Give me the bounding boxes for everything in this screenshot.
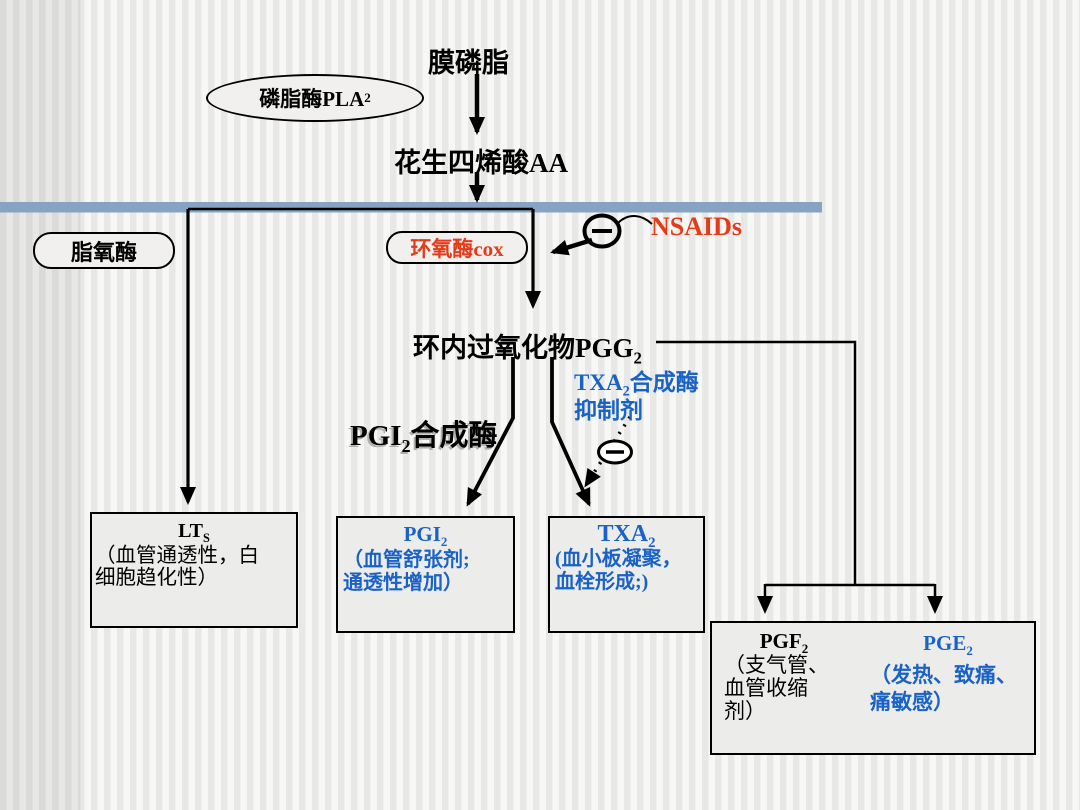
lipoxygenase-stadium: 脂氧酶 xyxy=(33,232,175,269)
pgf2-title: PGF2 xyxy=(724,629,844,657)
lts-text: LT xyxy=(178,520,203,542)
pgi2-box: PGI2 （血管舒张剂; 通透性增加） xyxy=(336,516,515,633)
txa2-desc-line2: 血栓形成;) xyxy=(555,570,649,593)
pgf2-text: PGF xyxy=(759,629,802,653)
pge2-text: PGE xyxy=(923,631,967,655)
nsaids-minus-circle-icon xyxy=(582,213,622,249)
cyclooxygenase-stadium: 环氧酶cox xyxy=(386,231,528,264)
txa2-synthase-text: TXA xyxy=(574,370,623,395)
txa2-text: TXA xyxy=(597,521,649,547)
pge2-desc-line2: 痛敏感） xyxy=(870,690,954,714)
nsaids-text: NSAIDs xyxy=(651,212,743,241)
txa2-desc-line1: (血小板凝聚， xyxy=(555,548,682,570)
phospholipase-text: 磷脂酶PLA xyxy=(259,87,365,111)
txa2-synthase-inhibitor-label: TXA2合成酶 抑制剂 xyxy=(574,369,699,425)
pgg2-text: 环内过氧化物PGG xyxy=(413,333,634,363)
pgi2-synthase-text: PGI xyxy=(350,420,402,452)
arachidonic-acid-text: 花生四烯酸AA xyxy=(394,148,568,178)
pgf2-column: PGF2 （支气管、 血管收缩 剂） xyxy=(724,629,844,723)
lts-desc-line2: 细胞趋化性） xyxy=(95,567,218,589)
pgg2-label: 环内过氧化物PGG2 xyxy=(413,326,642,368)
lts-title: LTS xyxy=(92,520,296,545)
lipoxygenase-text: 脂氧酶 xyxy=(70,239,137,265)
pgi2-title: PGI2 xyxy=(338,522,513,550)
cyclooxygenase-text: 环氧酶cox xyxy=(410,236,504,261)
arrow-txa2-branch xyxy=(550,357,591,507)
pgf2-subscript: 2 xyxy=(801,641,809,657)
txa2-title: TXA2 xyxy=(550,521,703,551)
txa2-synthase-suffix: 合成酶 xyxy=(629,370,699,395)
arrow-pgi2-branch xyxy=(466,357,515,507)
txa2-box: TXA2 (血小板凝聚， 血栓形成;) xyxy=(548,516,705,633)
pgi2-desc-line2: 通透性增加） xyxy=(343,571,463,594)
pgg2-right-connector xyxy=(656,340,935,587)
pgi2-text: PGI xyxy=(403,522,441,546)
arachidonic-acid-label: 花生四烯酸AA xyxy=(394,141,568,180)
nsaids-connector-line xyxy=(617,215,653,225)
pge2-column: PGE2 （发热、致痛、 痛敏感） xyxy=(864,631,1032,716)
pgf2-desc-line3: 剂） xyxy=(724,699,766,723)
pgi2-synthase-label: PGI2合成酶 xyxy=(350,412,498,456)
arrow-nsaids-inhibition xyxy=(550,237,593,256)
pgi2-desc-line1: （血管舒张剂; xyxy=(343,549,470,571)
membrane-bar xyxy=(0,202,822,213)
pge2-subscript: 2 xyxy=(966,643,973,659)
txa2-synthase-inhibitor-line2: 抑制剂 xyxy=(574,398,643,423)
pgi2-subscript: 2 xyxy=(440,534,448,550)
lts-subscript: S xyxy=(202,531,210,545)
pge2-desc-line1: （发热、致痛、 xyxy=(870,663,1017,687)
membrane-phospholipid-label: 膜磷脂 xyxy=(428,41,509,80)
pgf2-pge2-box: PGF2 （支气管、 血管收缩 剂） PGE2 （发热、致痛、 痛敏感） xyxy=(710,621,1036,755)
txa2-subscript: 2 xyxy=(648,534,656,551)
nsaids-label: NSAIDs xyxy=(651,212,742,242)
lts-desc-line1: （血管通透性，白 xyxy=(95,545,259,567)
txa2-synthase-inhibitor-line1: TXA2合成酶 xyxy=(574,369,699,400)
pgf2-desc-line2: 血管收缩 xyxy=(724,676,808,700)
membrane-phospholipid-text: 膜磷脂 xyxy=(428,48,509,78)
pgi2-synthase-suffix: 合成酶 xyxy=(410,420,498,452)
pgf2-desc-line1: （支气管、 xyxy=(724,653,829,677)
lts-box: LTS （血管通透性，白 细胞趋化性） xyxy=(90,512,298,628)
pge2-title: PGE2 xyxy=(864,631,1032,659)
pgg2-subscript: 2 xyxy=(633,348,642,368)
txa2-synthase-subscript: 2 xyxy=(622,383,630,400)
pgi2-synthase-subscript: 2 xyxy=(401,435,411,456)
